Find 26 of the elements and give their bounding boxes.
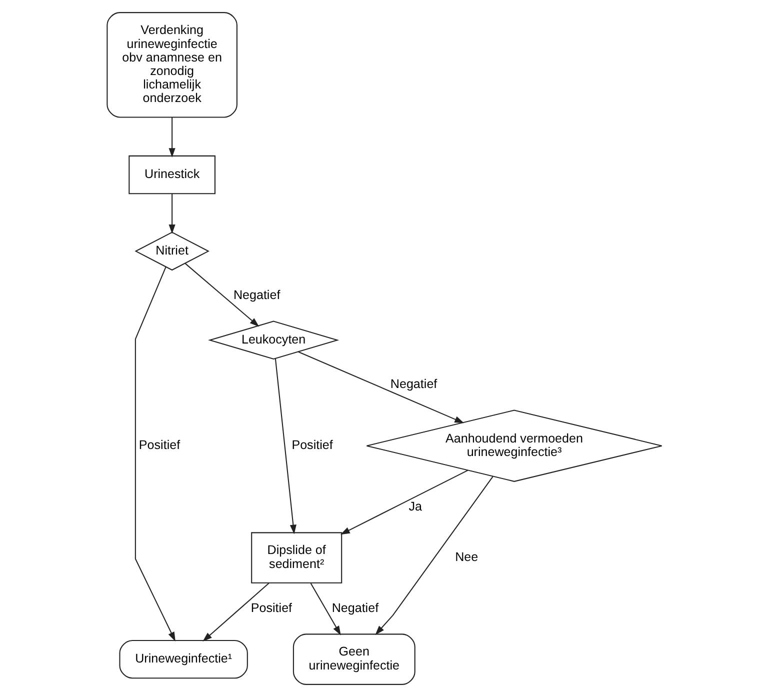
node-box: Verdenking urineweginfectie obv anamnese en zonodig lichamelijk onderzoek bbox=[106, 12, 237, 118]
node-diamond: Leukocyten bbox=[208, 320, 339, 360]
arrow bbox=[202, 582, 269, 642]
node-box: Dipslide of sediment² bbox=[250, 532, 342, 584]
edge-label: Negatief bbox=[232, 288, 280, 302]
edge-label: Positief bbox=[250, 600, 292, 615]
edge-label: Positief bbox=[138, 438, 180, 452]
arrow bbox=[168, 117, 175, 158]
arrow bbox=[184, 263, 259, 327]
node-diamond: Nitriet bbox=[134, 232, 209, 271]
edge-label: Ja bbox=[408, 499, 422, 514]
edge-label: Nee bbox=[454, 550, 478, 564]
edge-label: Negatief bbox=[331, 600, 378, 615]
arrow bbox=[340, 470, 468, 535]
node-box: Urineweginfectie¹ bbox=[118, 640, 248, 679]
arrow bbox=[274, 358, 296, 534]
arrow bbox=[134, 266, 175, 642]
node-box: Geen urineweginfectie bbox=[292, 634, 415, 685]
arrow bbox=[310, 583, 340, 636]
arrow bbox=[298, 351, 464, 424]
node-diamond: Aanhoudend vermoeden urineweginfectie³ bbox=[366, 410, 662, 482]
arrow bbox=[374, 476, 493, 635]
edge-label: Negatief bbox=[390, 376, 437, 391]
edge-label: Positief bbox=[291, 438, 332, 452]
node-box: Urinestick bbox=[128, 155, 215, 194]
arrow bbox=[168, 194, 175, 234]
